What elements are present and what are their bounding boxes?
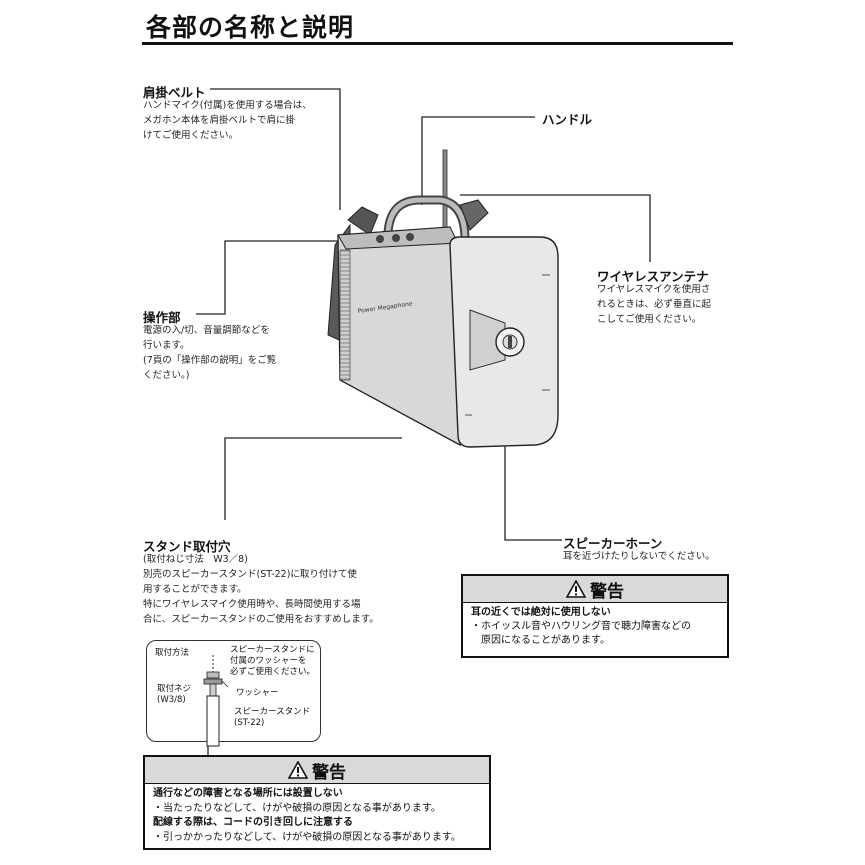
warning-triangle-icon — [288, 761, 308, 779]
speaker-horn — [469, 309, 506, 371]
desc-stand-hole: (取付ねじ寸法 W3／8) 別売のスピーカースタンド(ST-22)に取り付けて使… — [143, 554, 379, 625]
screw-head-icon — [206, 671, 220, 679]
label-shoulder-belt: 肩掛ベルト — [143, 85, 206, 100]
desc-speaker-horn: 耳を近づけたりしないでください。 — [563, 551, 715, 562]
page-title: 各部の名称と説明 — [146, 13, 355, 42]
mounting-stand-label: スピーカースタンド (ST-22) — [234, 707, 311, 728]
warning-box-placement: 警告 通行などの障害となる場所には設置しない ・当たったりなどして、けがや破損の… — [143, 755, 491, 850]
label-handle: ハンドル — [542, 112, 593, 127]
warning-triangle-icon — [566, 580, 586, 598]
label-controls: 操作部 — [143, 310, 181, 325]
mounting-washer-label: ワッシャー — [236, 688, 279, 698]
warning-body: 耳の近くでは絶対に使用しない ・ホイッスル音やハウリング音で聴力障害などの 原因… — [471, 607, 691, 646]
body-side — [337, 226, 461, 447]
megaphone-illustration: Power Megaphone — [327, 149, 559, 448]
mounting-screw-label: 取付ネジ (W3/8) — [157, 684, 192, 705]
title-rule — [142, 42, 733, 45]
label-stand-hole: スタンド取付穴 — [143, 539, 231, 554]
desc-antenna: ワイヤレスマイクを使用さ れるときは、必ず垂直に起 こしてご使用ください。 — [597, 284, 712, 325]
mounting-method-box — [146, 640, 321, 742]
mounting-title: 取付方法 — [155, 648, 190, 658]
label-speaker-horn: スピーカーホーン — [563, 536, 663, 551]
mounting-diagram — [203, 655, 229, 747]
label-antenna: ワイヤレスアンテナ — [597, 269, 709, 284]
washer-icon — [203, 678, 223, 685]
stand-pole-icon — [206, 695, 220, 747]
warning-header: 警告 — [463, 576, 727, 603]
warning-body: 通行などの障害となる場所には設置しない ・当たったりなどして、けがや破損の原因と… — [153, 788, 461, 843]
belt-clip-left — [347, 206, 379, 236]
desc-shoulder-belt: ハンドマイク(付属)を使用する場合は、 メガホン本体を肩掛ベルトで肩に掛 けてご… — [143, 100, 312, 141]
belt-clip-right — [459, 199, 489, 231]
warning-box-hearing: 警告 耳の近くでは絶対に使用しない ・ホイッスル音やハウリング音で聴力障害などの… — [461, 574, 729, 658]
mounting-note: スピーカースタンドに 付属のワッシャーを 必ずご使用ください。 — [230, 645, 316, 677]
desc-controls: 電源の入/切、音量調節などを 行います。 (7頁の「操作部の説明」をご覧 くださ… — [143, 325, 277, 381]
warning-header: 警告 — [145, 757, 489, 784]
